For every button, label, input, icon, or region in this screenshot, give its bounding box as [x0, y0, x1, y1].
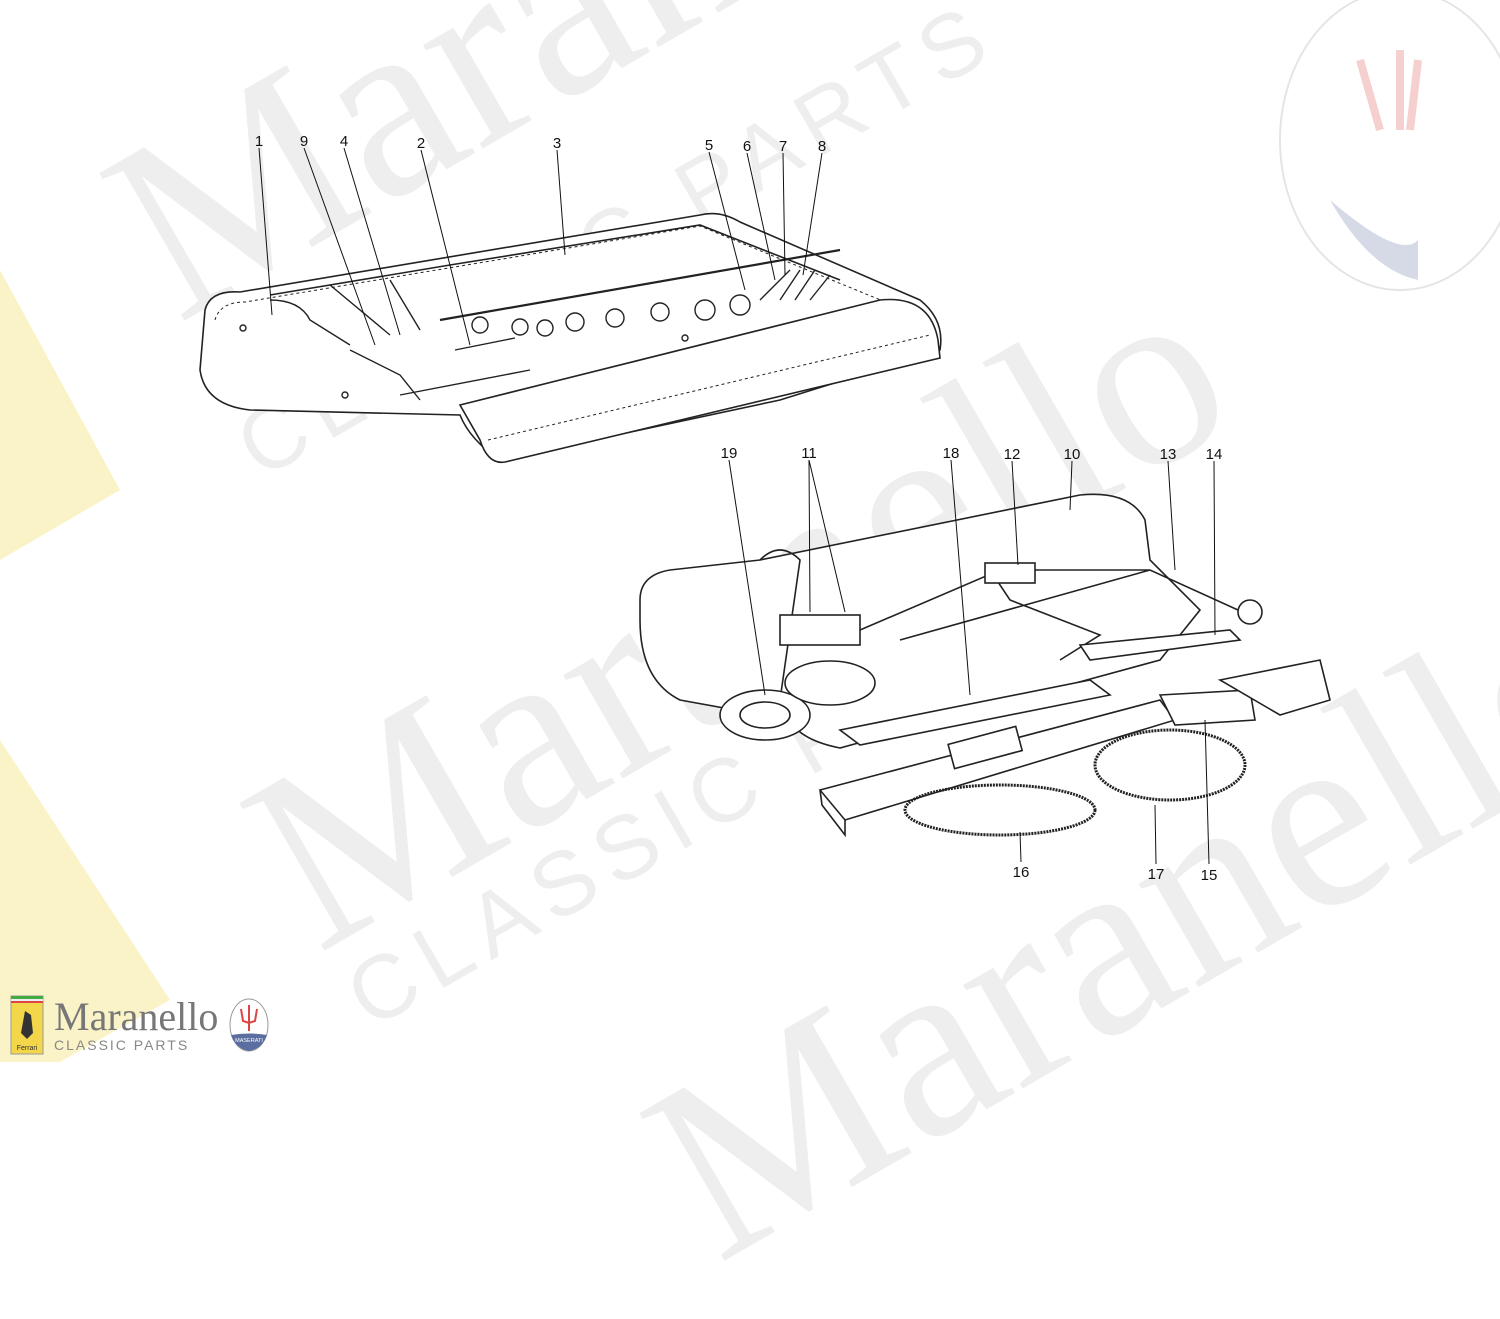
- callout-2: 2: [417, 135, 425, 152]
- callout-leader: [1069, 460, 1073, 511]
- callout-12: 12: [1004, 446, 1021, 463]
- ferrari-badge-watermark: [0, 270, 170, 1062]
- callout-19: 19: [721, 445, 738, 462]
- callout-8: 8: [818, 138, 826, 155]
- callout-leader: [1019, 831, 1022, 863]
- callout-9: 9: [300, 133, 308, 150]
- callout-13: 13: [1160, 446, 1177, 463]
- callout-leader: [808, 459, 846, 613]
- callout-leader: [950, 459, 971, 696]
- callout-3: 3: [553, 135, 561, 152]
- callout-leader: [1204, 719, 1210, 865]
- callout-14: 14: [1206, 446, 1223, 463]
- callout-10: 10: [1064, 446, 1081, 463]
- callout-4: 4: [340, 133, 348, 150]
- callout-5: 5: [705, 137, 713, 154]
- callout-leader: [1167, 460, 1176, 571]
- callout-leader: [782, 152, 786, 276]
- callout-leader: [303, 147, 376, 346]
- callout-leader: [1011, 460, 1019, 566]
- callout-16: 16: [1013, 864, 1030, 881]
- callout-1: 1: [255, 133, 263, 150]
- callout-leader: [1213, 460, 1216, 636]
- ferrari-shield-icon: Ferrari: [10, 995, 44, 1055]
- callout-leader: [802, 152, 823, 276]
- callout-18: 18: [943, 445, 960, 462]
- brand-subtitle: CLASSIC PARTS: [54, 1037, 190, 1053]
- ferrari-badge-label: Ferrari: [17, 1045, 38, 1052]
- callout-15: 15: [1201, 867, 1218, 884]
- callout-leader: [420, 149, 471, 346]
- tool-kit-diagram: 1 9 4 2 3 5 6 7 8 19 11 18 12 10 13 14 1…: [0, 0, 1500, 1062]
- callout-17: 17: [1148, 866, 1165, 883]
- maserati-trident-icon: MASERATI: [229, 998, 269, 1052]
- maserati-badge-label: MASERATI: [236, 1038, 264, 1044]
- brand-logo: Ferrari Maranello CLASSIC PARTS MASERATI: [10, 995, 270, 1055]
- brand-name: Maranello: [54, 994, 219, 1039]
- callout-leader: [728, 459, 766, 696]
- callout-7: 7: [779, 138, 787, 155]
- callout-6: 6: [743, 138, 751, 155]
- callout-leader: [343, 147, 401, 336]
- tool-roll: [199, 212, 942, 464]
- callout-leader: [808, 459, 811, 613]
- tool-bag: [639, 493, 1331, 838]
- callout-11: 11: [801, 445, 817, 462]
- callout-leader: [746, 152, 776, 281]
- maserati-badge-watermark: [1279, 0, 1500, 291]
- callout-leader: [258, 147, 273, 316]
- callout-leader: [556, 149, 566, 256]
- callout-leader: [708, 151, 746, 291]
- callout-leader: [1154, 804, 1157, 865]
